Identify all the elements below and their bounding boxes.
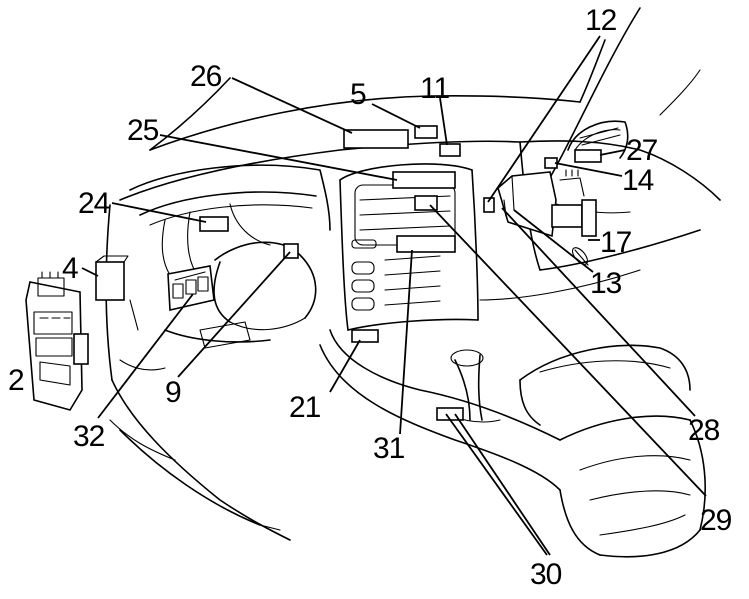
component-5 (414, 125, 438, 139)
callout-26: 26 (190, 60, 222, 93)
callout-27: 27 (626, 134, 658, 167)
leader-lines (81, 35, 707, 556)
component-24 (199, 216, 229, 232)
leader-5 (371, 103, 421, 129)
leader-28 (501, 207, 696, 417)
leader-30a (445, 413, 548, 556)
leader-24 (111, 202, 207, 223)
callout-11: 11 (420, 72, 449, 105)
component-27 (574, 149, 602, 163)
component-12 (483, 197, 495, 213)
leader-31 (399, 249, 413, 435)
callout-13: 13 (590, 267, 622, 300)
leader-32 (97, 293, 194, 419)
callout-24: 24 (78, 187, 110, 220)
callout-28: 28 (688, 414, 720, 447)
callout-9: 9 (165, 376, 181, 409)
leader-13 (513, 209, 594, 273)
leader-25 (159, 134, 398, 181)
callout-21: 21 (289, 391, 321, 424)
callout-4: 4 (62, 252, 78, 285)
callout-numbers: 26 5 11 12 25 27 14 24 17 4 13 2 9 21 32… (8, 4, 733, 591)
component-32 (167, 265, 215, 311)
dashboard-outline (105, 7, 721, 558)
component-2 (25, 271, 89, 411)
leader-21 (329, 339, 361, 393)
component-26 (343, 129, 409, 149)
leader-4 (81, 267, 99, 277)
leader-27 (599, 149, 626, 156)
leader-12 (487, 35, 601, 203)
component-25 (392, 171, 456, 189)
leader-26 (231, 77, 353, 134)
callout-5: 5 (350, 78, 366, 111)
component-4 (95, 261, 125, 301)
callout-14: 14 (622, 164, 654, 197)
callout-31: 31 (373, 432, 405, 465)
callout-25: 25 (127, 114, 159, 147)
junction-block-right (497, 169, 597, 266)
leader-9 (177, 251, 291, 378)
callout-17: 17 (600, 226, 632, 259)
component-11 (439, 143, 461, 157)
component-parts (25, 125, 602, 421)
callout-12: 12 (585, 4, 617, 37)
leader-14 (554, 162, 623, 177)
callout-32: 32 (73, 420, 105, 453)
component-21 (351, 329, 379, 343)
callout-29: 29 (700, 504, 732, 537)
callout-30: 30 (530, 558, 562, 591)
callout-2: 2 (8, 364, 24, 397)
component-31 (396, 235, 456, 253)
leader-29 (429, 204, 707, 497)
leader-30b (454, 413, 551, 556)
leader-11 (439, 97, 448, 146)
